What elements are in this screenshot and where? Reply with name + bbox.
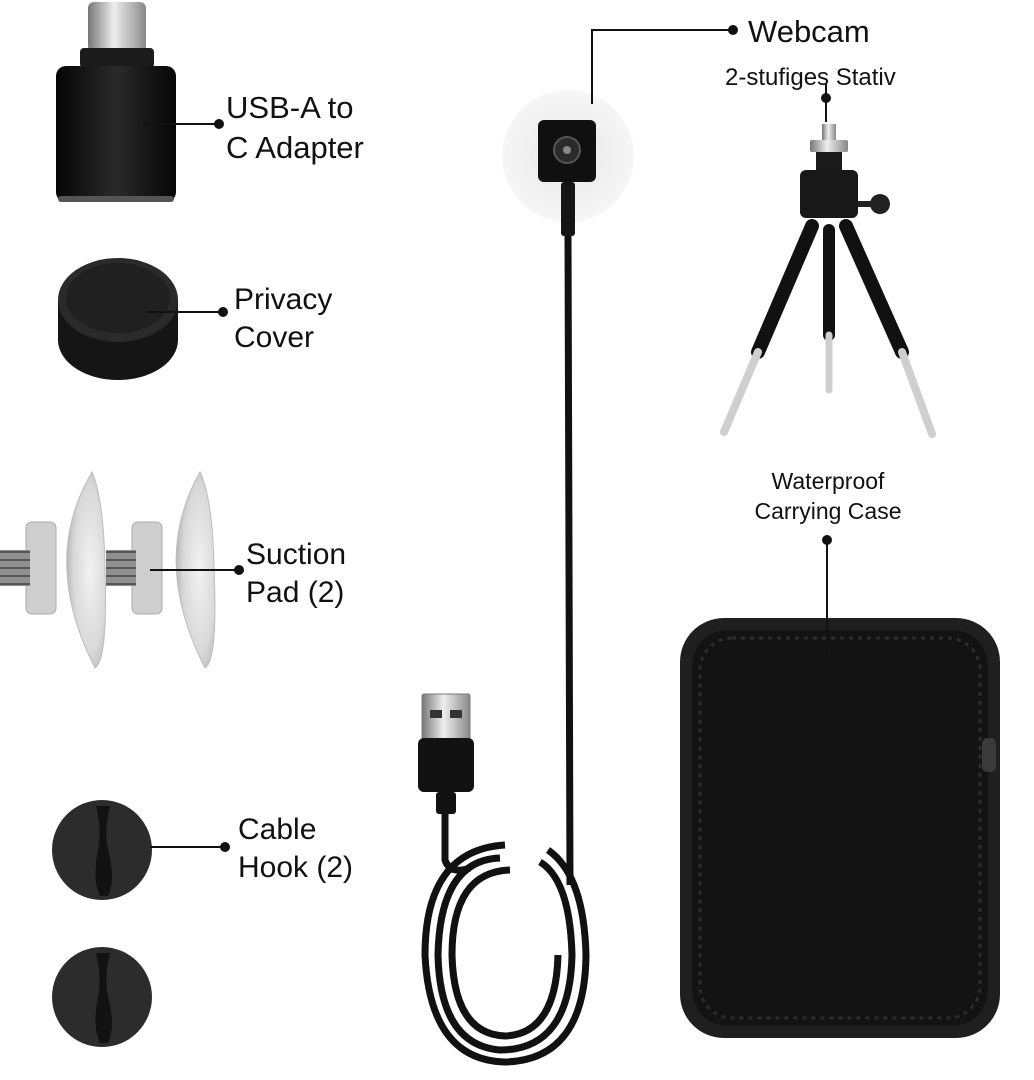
cable-hook-label-line1: Cable xyxy=(238,813,317,846)
privacy-cover-label-line2: Cover xyxy=(234,321,315,354)
usb-adapter-label-line2: C Adapter xyxy=(226,130,364,165)
cable-hook-label: Cable Hook (2) xyxy=(238,811,353,887)
carrying-case-image xyxy=(680,618,1000,1038)
suction-pad-label-line2: Pad (2) xyxy=(246,576,345,609)
suction-pad-image xyxy=(0,470,216,669)
tripod-image xyxy=(720,124,936,438)
carrying-case-label-line1: Waterproof xyxy=(771,468,885,494)
privacy-cover-image xyxy=(58,258,178,380)
tripod-label: 2-stufiges Stativ xyxy=(725,64,896,91)
leader-lines xyxy=(142,25,832,852)
carrying-case-label: Waterproof Carrying Case xyxy=(728,466,928,526)
privacy-cover-label: Privacy Cover xyxy=(234,281,332,357)
webcam-label: Webcam xyxy=(748,14,870,49)
webcam-image xyxy=(502,90,634,236)
usb-a-plug-image xyxy=(418,693,474,814)
cable-hook-image xyxy=(52,800,152,1047)
suction-pad-label: Suction Pad (2) xyxy=(246,536,346,612)
usb-cable-image xyxy=(421,235,590,1066)
cable-hook-label-line2: Hook (2) xyxy=(238,851,354,884)
privacy-cover-label-line1: Privacy xyxy=(234,283,333,316)
usb-c-adapter-image xyxy=(56,2,176,202)
carrying-case-label-line2: Carrying Case xyxy=(754,498,902,524)
suction-pad-label-line1: Suction xyxy=(246,538,347,571)
usb-adapter-label: USB-A to C Adapter xyxy=(226,88,364,168)
usb-adapter-label-line1: USB-A to xyxy=(226,90,354,125)
